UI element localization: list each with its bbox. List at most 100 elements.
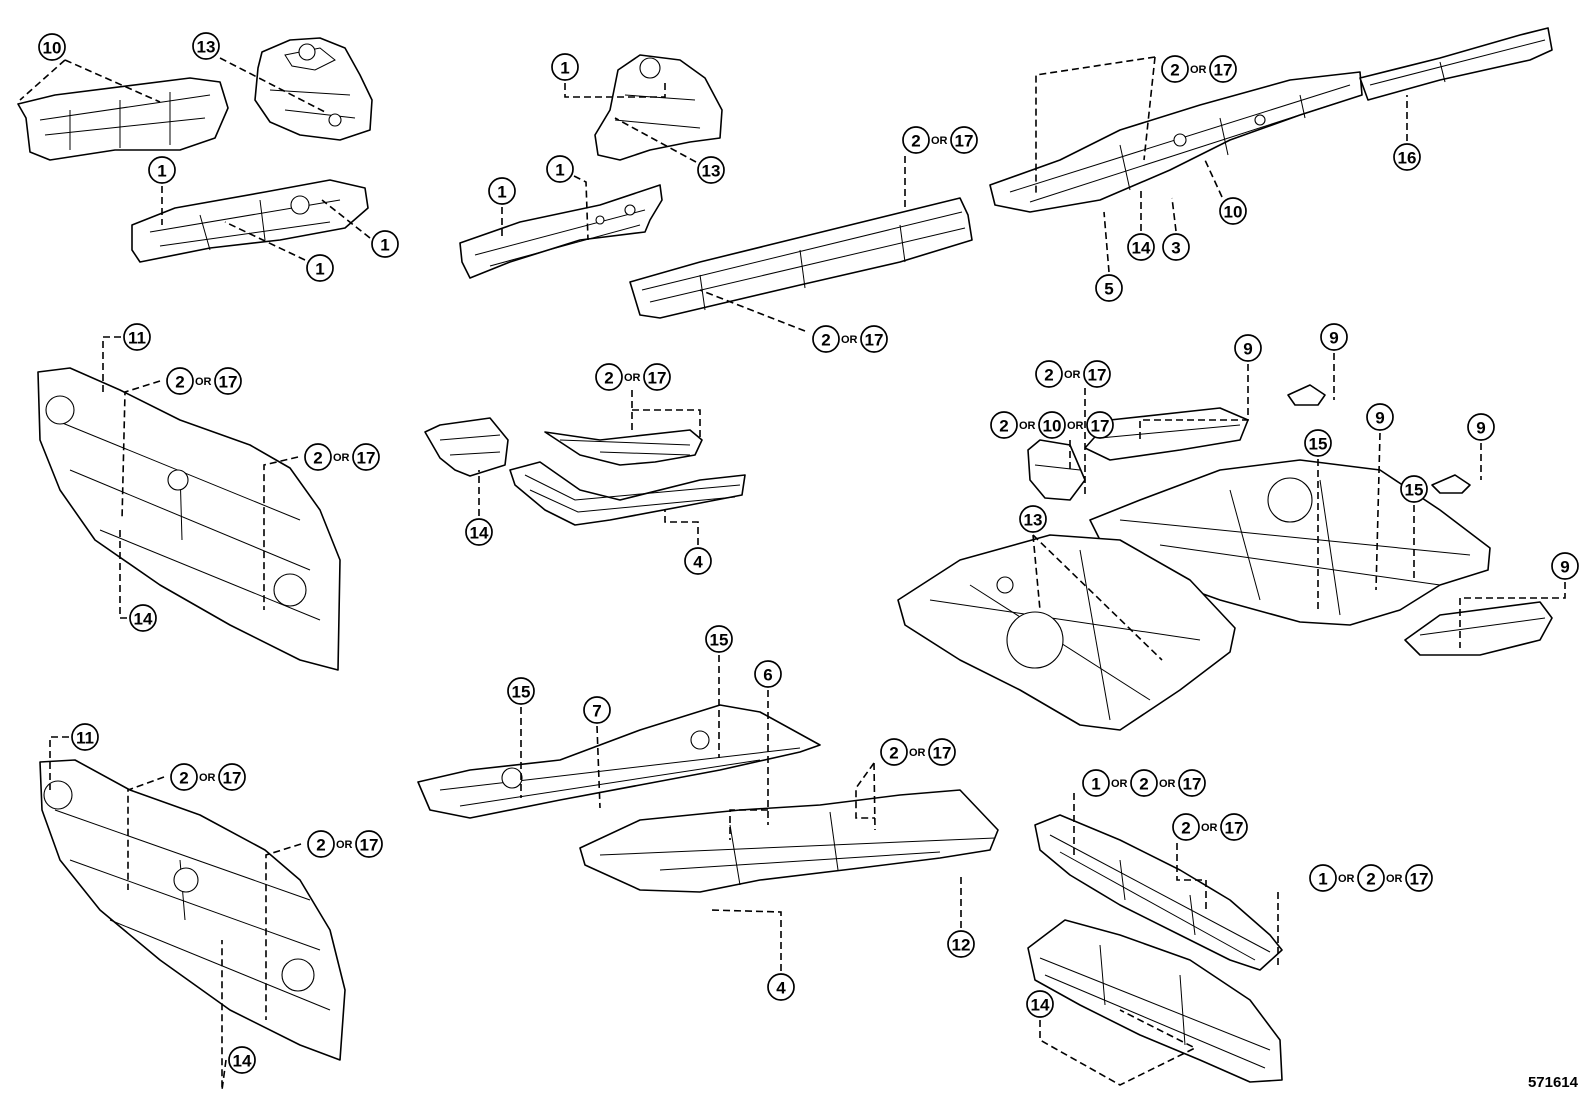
part-rear-crossmember-upper-detail: [1049, 834, 1271, 953]
callout: 1: [488, 177, 516, 205]
callout: 9: [1320, 323, 1348, 351]
callout-bubble: [1220, 813, 1248, 841]
part-rear-floor-side-right: [1404, 601, 1553, 656]
part-front-floor-pan-hole: [1006, 611, 1064, 669]
callout-bubble: [1219, 197, 1247, 225]
callout-number: 14: [134, 610, 153, 629]
parts-layer: [17, 27, 1553, 1083]
callout-bubble: [1357, 864, 1385, 892]
callout-number: 10: [1224, 203, 1243, 222]
callout-bubble: [684, 547, 712, 575]
callout-bubble: [214, 367, 242, 395]
callout-bubble: [754, 660, 782, 688]
part-rear-floor-panel-detail: [1119, 519, 1471, 556]
part-floor-crossmember-lower-detail: [529, 489, 736, 513]
part-top-apron-tower-hole: [328, 113, 342, 127]
callout-bubble: [860, 325, 888, 353]
part-dash-panel-upper-hole: [45, 395, 75, 425]
leader-line: [121, 380, 161, 521]
callout-bubble: [1172, 813, 1200, 841]
part-long-rocker-sill-detail: [641, 211, 963, 291]
callout-bubble: [123, 323, 151, 351]
callout-bubble: [71, 723, 99, 751]
leader-line: [855, 762, 875, 819]
part-dash-panel-lower-hole: [43, 780, 73, 810]
callout-bubble: [166, 367, 194, 395]
callout-number: 17: [219, 373, 238, 392]
leader-line: [1459, 582, 1566, 648]
part-long-rocker-sill-detail: [799, 249, 806, 289]
or-label: OR: [195, 376, 212, 388]
or-label: OR: [1111, 778, 1128, 790]
callout: 14: [1026, 990, 1054, 1018]
callout-bubble: [1234, 334, 1262, 362]
part-top-center-tower-hole: [639, 57, 661, 79]
callout-bubble: [1309, 864, 1337, 892]
leader-line: [632, 409, 701, 440]
leader-line: [1032, 534, 1041, 611]
part-floor-crossmember-lower: [509, 461, 746, 526]
part-top-center-tower-outline: [594, 54, 723, 161]
callout-number: 1: [380, 236, 389, 255]
callout-number: 17: [223, 769, 242, 788]
callout-number: 11: [128, 329, 146, 348]
part-top-apron-tower-outline: [254, 37, 373, 141]
callout-bubble: [1127, 233, 1155, 261]
callout-number: 2: [316, 836, 325, 855]
part-top-left-member-detail: [39, 94, 211, 121]
callout-bubble: [595, 363, 623, 391]
callout-number: 1: [1318, 870, 1327, 889]
part-rear-floor-side-left-detail: [1099, 424, 1241, 439]
drawing-code: 571614: [1527, 1074, 1578, 1091]
part-small-bracket-detail: [439, 434, 501, 441]
leader-line: [729, 809, 768, 840]
callout-bubble: [705, 625, 733, 653]
callout: 15: [507, 677, 535, 705]
part-small-bracket: [424, 417, 509, 477]
callout-number: 2: [604, 369, 613, 388]
callout-number: 4: [776, 979, 786, 998]
callout: 16: [1393, 143, 1421, 171]
part-dash-panel-lower-hole: [281, 958, 315, 992]
callout-number: 17: [1183, 775, 1202, 794]
callout-number: 17: [1091, 417, 1110, 436]
callout-bubble: [507, 677, 535, 705]
part-center-floor-lower-detail: [599, 837, 996, 856]
callout-number: 1: [315, 260, 324, 279]
or-label: OR: [1019, 420, 1036, 432]
part-top-left-member-detail: [44, 117, 206, 136]
part-small-bracket-right: [1027, 439, 1086, 501]
callout: 11: [71, 723, 99, 751]
callout: 10: [38, 33, 66, 61]
leader-line: [1375, 432, 1381, 591]
callout-bubble: [148, 156, 176, 184]
part-rear-crossmember-lower-outline: [1027, 919, 1283, 1083]
part-top-right-main-member-detail: [1119, 144, 1131, 191]
callout: 10: [1219, 197, 1247, 225]
or-label: OR: [931, 135, 948, 147]
callout: 6: [754, 660, 782, 688]
part-dash-panel-upper: [37, 367, 341, 671]
or-label: OR: [1338, 873, 1355, 885]
part-top-right-main-member-detail: [1029, 101, 1341, 203]
part-rear-floor-panel-detail: [1319, 479, 1341, 616]
callout: 13: [1019, 505, 1047, 533]
callout-bubble: [228, 1046, 256, 1074]
part-center-floor-lower-detail: [829, 811, 839, 871]
part-small-bracket-right-detail: [1034, 464, 1081, 471]
part-top-apron-tower-hole: [298, 43, 316, 61]
part-dash-panel-lower-detail: [109, 919, 331, 1011]
or-label: OR: [333, 452, 350, 464]
part-dash-panel-upper-outline: [37, 367, 341, 671]
callout-number: 17: [357, 449, 376, 468]
callout: 4: [767, 973, 795, 1001]
or-label: OR: [841, 334, 858, 346]
callout-number: 14: [1132, 239, 1151, 258]
part-rear-crossmember-lower-detail: [1099, 944, 1106, 1006]
leader-line: [873, 762, 876, 831]
